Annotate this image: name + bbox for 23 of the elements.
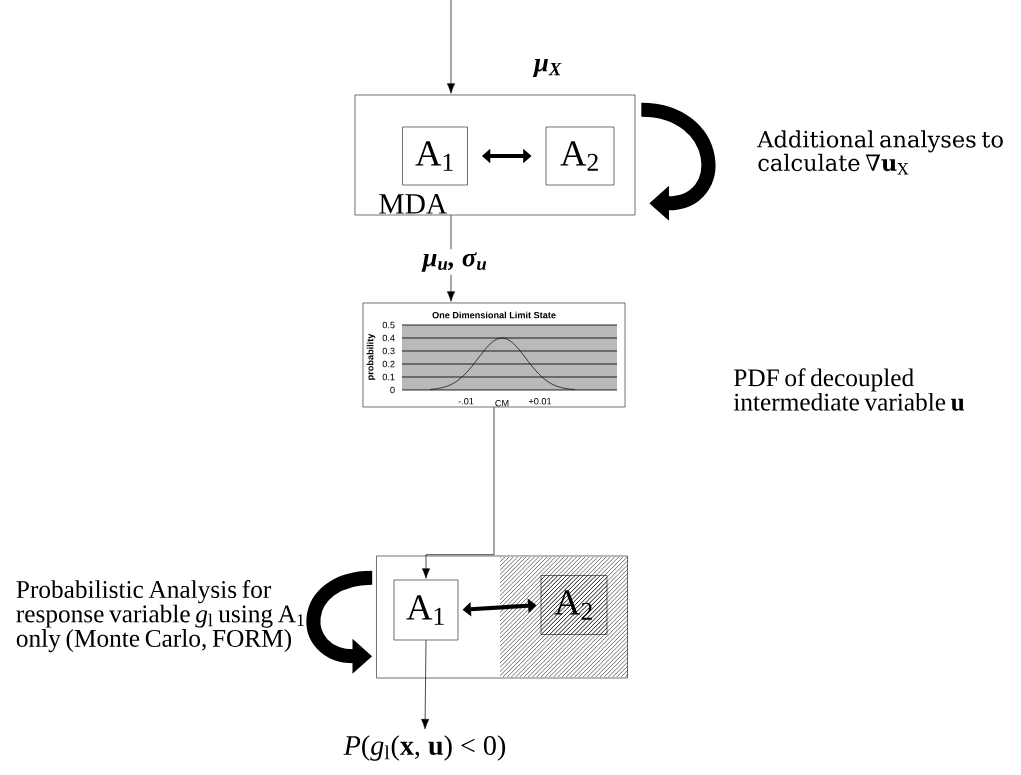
tick-label: 0.1 bbox=[382, 373, 395, 381]
analysis-box: A$_{1}$ bbox=[402, 126, 468, 186]
loop-arrow bbox=[640, 102, 716, 221]
tick-label: 0.4 bbox=[382, 334, 395, 342]
side-note: Additional analyses to calculate ∇u$_{X}$ bbox=[757, 130, 1003, 175]
tick-label: 0 bbox=[390, 386, 395, 394]
tick-label: 0.3 bbox=[382, 347, 395, 355]
edge-label: μ$_{u}$, σ$_{u}$ bbox=[419, 249, 491, 275]
process-box bbox=[376, 555, 628, 679]
tick-label: -.01 bbox=[458, 398, 474, 405]
arrow bbox=[447, 0, 455, 94]
tick-label: 0.5 bbox=[382, 321, 395, 329]
arrow bbox=[421, 639, 430, 730]
analysis-box: A$_{2}$ bbox=[545, 126, 615, 186]
tick-label: +0.01 bbox=[528, 398, 552, 405]
arrow bbox=[422, 406, 495, 579]
edge-label: μ$_{X}$ bbox=[532, 59, 562, 77]
analysis-box: A$_{1}$ bbox=[393, 579, 459, 641]
result-formula: P(g$_{l}$(x, u) < 0) bbox=[343, 735, 506, 761]
side-note: PDF of decoupled intermediate variable u bbox=[733, 368, 965, 411]
side-note: Probabilistic Analysis for response variable g$_{l}$ using A$_{1}$ only (Monte Carlo, FORM) bbox=[16, 580, 304, 653]
tick-label: CM bbox=[495, 400, 509, 407]
tick-label: 0.2 bbox=[382, 360, 395, 368]
